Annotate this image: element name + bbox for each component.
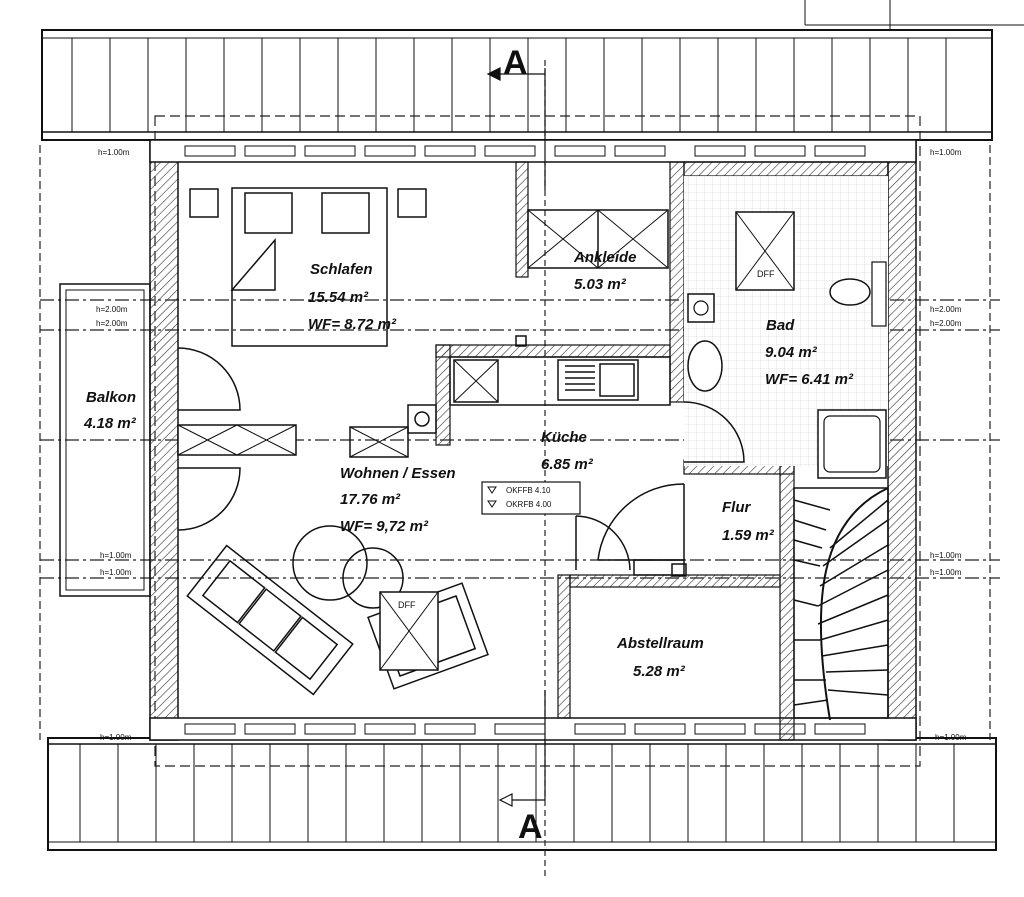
labels: A A Schlafen 15.54 m² WF= 8.72 m² Anklei… xyxy=(83,44,967,846)
height-mark-left-mid2: h=2.00m xyxy=(96,319,128,328)
stairs xyxy=(793,487,889,721)
room-wf-wohnen: WF= 9,72 m² xyxy=(340,518,429,535)
height-mark-left-low1: h=1.00m xyxy=(100,551,132,560)
height-mark-top-right: h=1.00m xyxy=(930,148,962,157)
height-mark-bottom-right: h=1.00m xyxy=(935,733,967,742)
roof-bottom xyxy=(47,737,997,851)
level-note-1: OKFFB 4.10 xyxy=(506,486,551,495)
flur-doors xyxy=(575,483,687,577)
height-mark-top-left: h=1.00m xyxy=(98,148,130,157)
dff-living-label: DFF xyxy=(398,600,416,610)
outer-walls xyxy=(149,139,917,741)
height-mark-right-mid2: h=2.00m xyxy=(930,319,962,328)
height-mark-bottom-left: h=1.00m xyxy=(100,733,132,742)
kitchen xyxy=(349,335,671,458)
section-label-top: A xyxy=(503,44,528,82)
room-name-ankleide: Ankleide xyxy=(573,249,637,266)
room-name-kueche: Küche xyxy=(541,429,587,446)
room-area-flur: 1.59 m² xyxy=(722,527,775,544)
room-area-wohnen: 17.76 m² xyxy=(340,491,401,508)
room-name-abstellraum: Abstellraum xyxy=(616,635,704,652)
height-mark-left-low2: h=1.00m xyxy=(100,568,132,577)
room-area-bad: 9.04 m² xyxy=(765,344,818,361)
balkon xyxy=(59,283,297,597)
height-mark-right-low2: h=1.00m xyxy=(930,568,962,577)
section-label-bottom: A xyxy=(518,808,543,846)
room-wf-schlafen: WF= 8.72 m² xyxy=(308,316,397,333)
room-name-flur: Flur xyxy=(722,499,751,516)
level-note-2: OKRFB 4.00 xyxy=(506,500,552,509)
room-name-schlafen: Schlafen xyxy=(310,261,373,278)
section-markers xyxy=(486,67,546,807)
living-furniture xyxy=(186,525,489,696)
room-name-bad: Bad xyxy=(766,317,795,334)
room-wf-bad: WF= 6.41 m² xyxy=(765,371,854,388)
wardrobe xyxy=(527,209,669,269)
height-mark-right-mid1: h=2.00m xyxy=(930,305,962,314)
height-mark-left-mid1: h=2.00m xyxy=(96,305,128,314)
bathroom xyxy=(683,176,888,479)
room-area-balkon: 4.18 m² xyxy=(83,415,137,432)
room-name-balkon: Balkon xyxy=(86,389,136,406)
roof-top xyxy=(41,0,1024,141)
room-area-abstellraum: 5.28 m² xyxy=(633,663,686,680)
room-name-wohnen: Wohnen / Essen xyxy=(340,465,456,482)
level-note-box xyxy=(481,481,581,515)
room-area-ankleide: 5.03 m² xyxy=(574,276,627,293)
room-area-kueche: 6.85 m² xyxy=(541,456,594,473)
room-area-schlafen: 15.54 m² xyxy=(308,289,369,306)
height-mark-right-low1: h=1.00m xyxy=(930,551,962,560)
bed xyxy=(189,187,427,347)
dff-bath-label: DFF xyxy=(757,269,775,279)
